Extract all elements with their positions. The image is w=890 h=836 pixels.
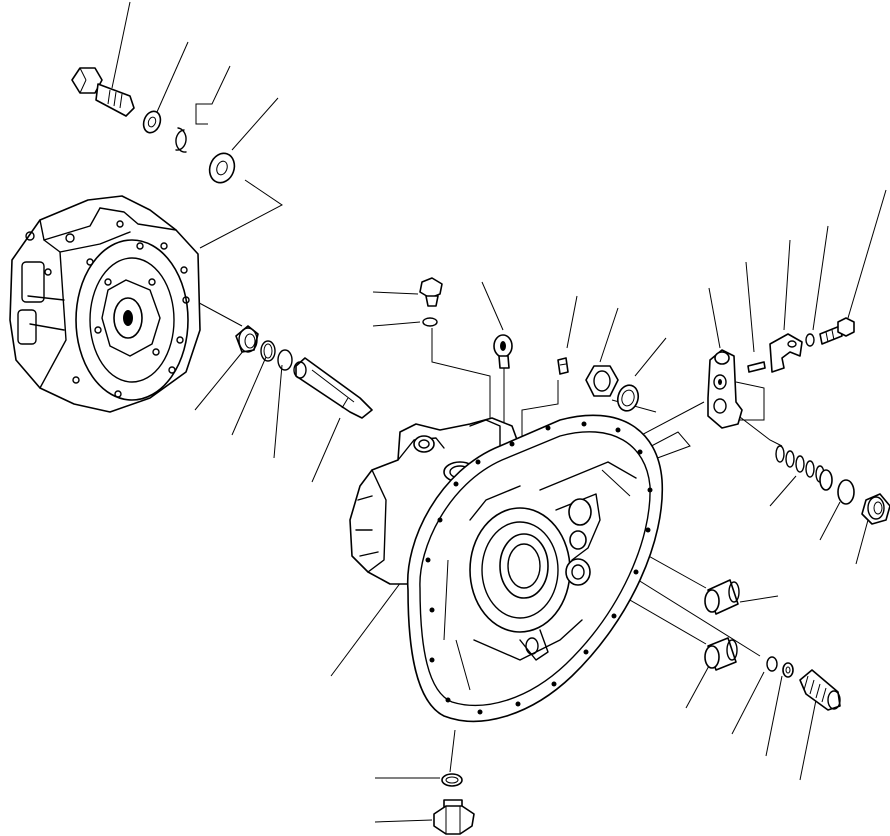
- nut-bearing: [585, 365, 619, 397]
- pump-unit-left: [9, 195, 201, 413]
- fitting: [799, 669, 841, 711]
- plug-right: [861, 493, 890, 525]
- sleeve-lower: [704, 637, 738, 671]
- o-ring-plug-top: [422, 317, 438, 327]
- bracket-small: [769, 333, 803, 373]
- spring-stack: [775, 445, 833, 491]
- drain-plug: [433, 799, 475, 835]
- washer-fitting: [782, 662, 794, 678]
- o-ring-left: [260, 340, 276, 362]
- o-ring-fitting: [766, 656, 778, 672]
- washer-right: [805, 333, 815, 347]
- eye-bolt: [493, 334, 513, 369]
- pump-case-main: [349, 414, 664, 723]
- snap-ring-pair: [175, 127, 187, 153]
- shim: [616, 384, 640, 412]
- sleeve-upper: [704, 579, 740, 615]
- bushing-top: [208, 152, 236, 184]
- oil-seal: [235, 325, 259, 353]
- pin: [747, 361, 766, 373]
- plug-top: [419, 277, 443, 307]
- bolt-top: [71, 67, 135, 117]
- o-ring-drain: [441, 773, 463, 787]
- bolt-right: [819, 317, 855, 345]
- o-ring-left-2: [277, 349, 293, 371]
- leader-lines: [111, 1, 887, 823]
- set-screw: [557, 357, 569, 375]
- valve-block: [707, 349, 743, 429]
- shaft: [293, 357, 373, 419]
- washer-top: [142, 110, 162, 134]
- o-ring-right: [837, 479, 855, 505]
